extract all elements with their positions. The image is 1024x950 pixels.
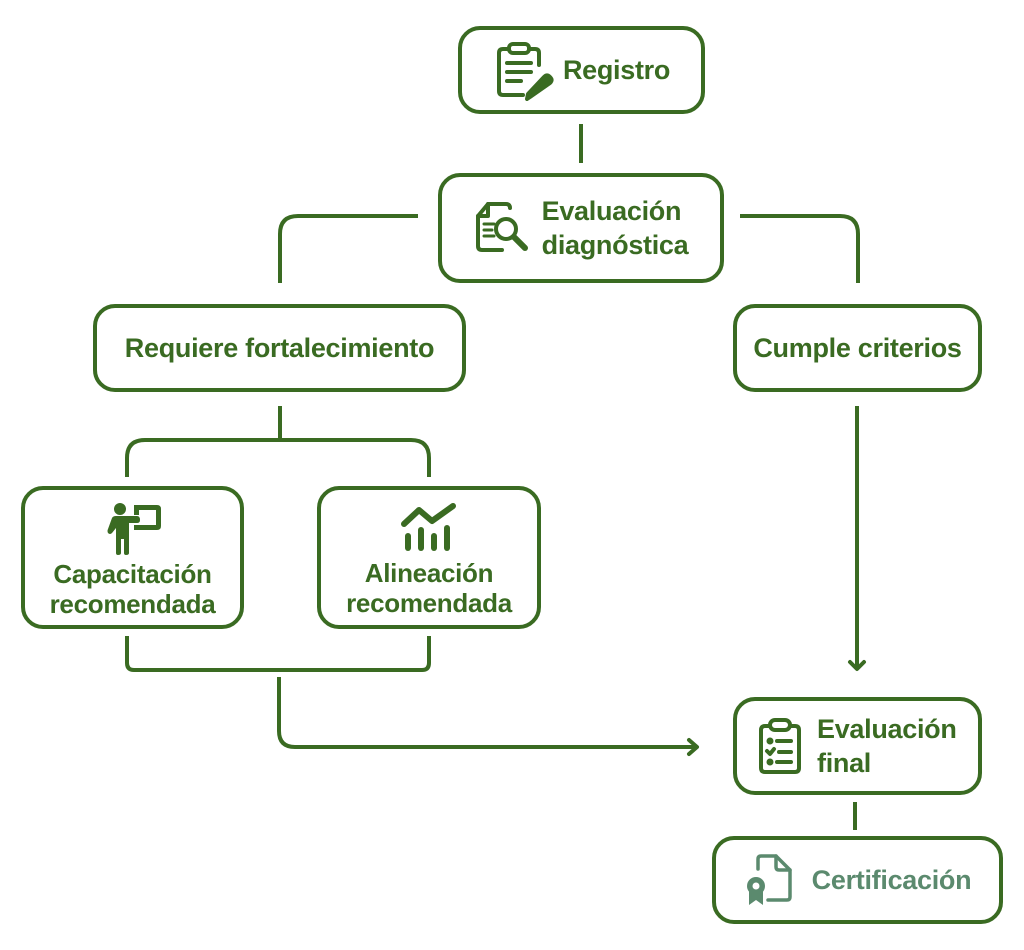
node-evaluacion-diagnostica-line1: Evaluación	[541, 196, 682, 226]
node-certificacion-label: Certificación	[811, 865, 972, 895]
node-requiere-fortalecimiento-label: Requiere fortalecimiento	[124, 333, 435, 363]
node-capacitacion-line2: recomendada	[49, 588, 216, 619]
node-requiere-fortalecimiento[interactable]: Requiere fortalecimiento	[93, 304, 466, 392]
clipboard-pencil-icon	[493, 39, 555, 101]
node-alineacion-label: Alineación recomendada	[346, 558, 512, 618]
node-evaluacion-final[interactable]: Evaluación final	[733, 697, 982, 795]
node-evaluacion-final-label: Evaluación final	[817, 712, 957, 780]
node-capacitacion-recomendada[interactable]: Capacitación recomendada	[21, 486, 244, 629]
node-evaluacion-diagnostica-label: Evaluación diagnóstica	[542, 194, 689, 262]
teacher-board-icon	[103, 501, 163, 555]
edge-split-to-capacitacion	[125, 438, 431, 477]
clipboard-checklist-icon	[757, 716, 803, 776]
chart-trend-icon	[399, 502, 459, 554]
node-evaluacion-diagnostica[interactable]: Evaluación diagnóstica	[438, 173, 724, 283]
arrowhead-final-left	[687, 738, 699, 756]
node-alineacion-line1: Alineación	[364, 557, 494, 588]
node-evaluacion-final-line1: Evaluación	[817, 714, 957, 744]
node-evaluacion-final-line2: final	[817, 748, 872, 778]
node-registro[interactable]: Registro	[458, 26, 705, 114]
node-evaluacion-diagnostica-line2: diagnóstica	[541, 230, 689, 260]
edge-recs-merge	[125, 636, 431, 672]
node-capacitacion-line1: Capacitación	[53, 558, 212, 589]
node-capacitacion-label: Capacitación recomendada	[50, 559, 216, 619]
arrowhead-final-top	[848, 660, 866, 671]
edge-merge-to-final	[277, 677, 696, 749]
document-search-icon	[474, 200, 532, 256]
node-cumple-criterios[interactable]: Cumple criterios	[733, 304, 982, 392]
edge-diagnostica-to-cumple	[740, 214, 860, 283]
node-alineacion-line2: recomendada	[346, 587, 512, 618]
edge-diagnostica-to-requiere	[278, 214, 418, 283]
node-cumple-criterios-label: Cumple criterios	[753, 333, 962, 363]
node-registro-label: Registro	[562, 55, 671, 85]
node-certificacion[interactable]: Certificación	[712, 836, 1003, 924]
certificate-document-icon	[744, 853, 796, 907]
node-alineacion-recomendada[interactable]: Alineación recomendada	[317, 486, 541, 629]
